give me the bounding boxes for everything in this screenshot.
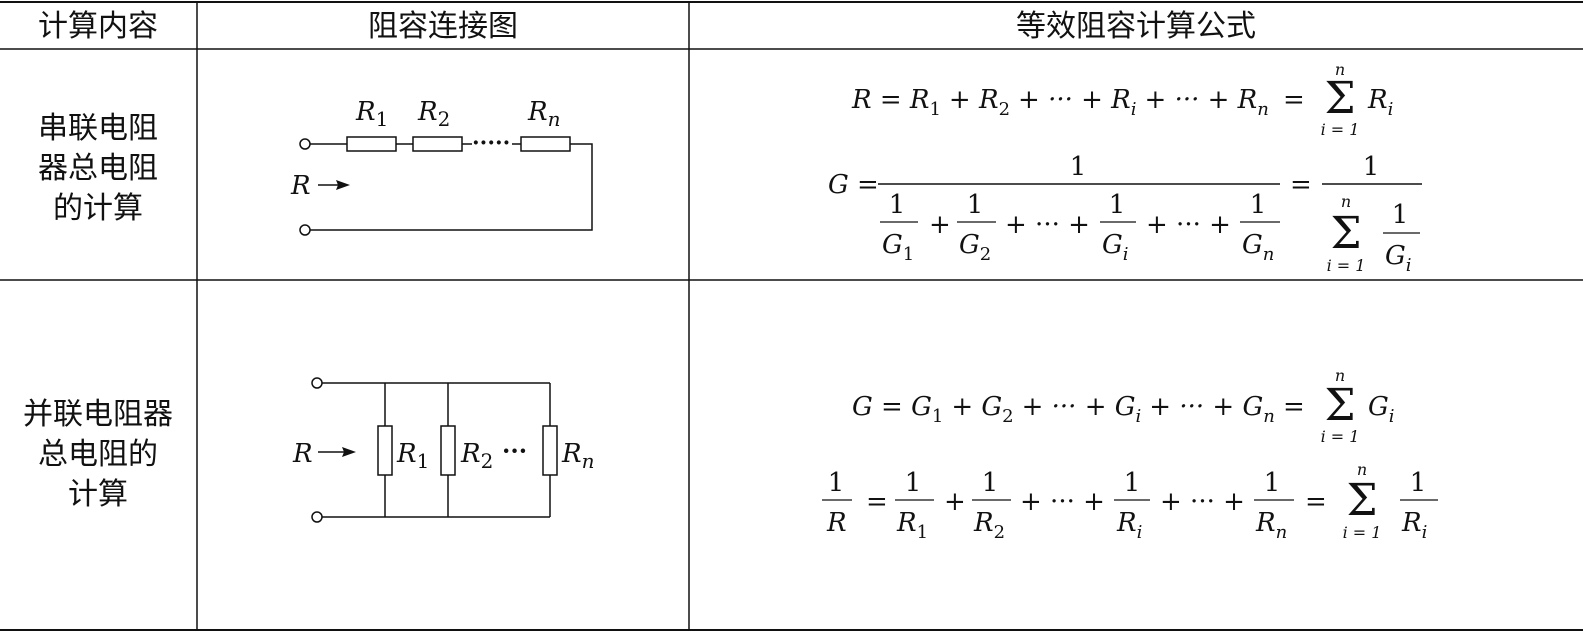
frac-rn-num: 1 — [1264, 468, 1281, 498]
equals-sign: = — [1305, 487, 1327, 517]
series-arrow-label: R — [290, 171, 311, 201]
frac-g1-den: G1 — [882, 230, 914, 265]
series-label-line-3: 的计算 — [53, 191, 143, 226]
series-dots: ····· — [472, 130, 510, 156]
parallel-sum-term: Gi — [1368, 392, 1395, 427]
frac-gi-num: 1 — [1109, 190, 1126, 220]
frac-lhs-num: 1 — [828, 468, 845, 498]
parallel-sum-top: n — [1335, 366, 1345, 385]
frac-t-den: Gi — [1385, 241, 1412, 276]
frac-rt-den: Ri — [1401, 508, 1427, 543]
series-formula-sum: R = R1+ R2+ ··· + Ri+ ··· + Rn = n Σ i =… — [851, 60, 1393, 139]
series-g-equals: = — [1290, 170, 1312, 200]
parallel-formula-sum: G = G1+ G2+ ··· + Gi+ ··· + Gn = n Σ i =… — [852, 366, 1395, 446]
series-formula-conductance: G = 1 1 G1 + 1 G2 + ··· + 1 Gi + ··· + 1… — [828, 152, 1422, 276]
parallel-arrow-label: R — [292, 439, 313, 469]
frac-rn-den: Rn — [1255, 508, 1287, 543]
plus-dots: + ··· + — [1005, 210, 1090, 240]
frac-g1-num: 1 — [889, 190, 906, 220]
series-g-lhs: G = — [828, 170, 879, 200]
frac-t-num: 1 — [1392, 200, 1409, 230]
parallel-r-sum-top: n — [1357, 460, 1367, 479]
series-r2-label: R2 — [417, 97, 450, 131]
frac-gn-den: Gn — [1242, 230, 1274, 265]
header-calc-content: 计算内容 — [38, 9, 158, 44]
parallel-r1-label: R1 — [396, 439, 429, 473]
frac-r1-num: 1 — [905, 468, 922, 498]
row-labels: 串联电阻 器总电阻 的计算 并联电阻器 总电阻的 计算 — [23, 111, 173, 512]
series-circuit-labels: R1 R2 Rn R ····· — [290, 97, 560, 201]
series-terminal-top — [299, 138, 311, 150]
parallel-r-sum-bottom: i = 1 — [1343, 523, 1382, 542]
parallel-circuit — [311, 377, 558, 523]
parallel-label-line-1: 并联电阻器 — [23, 397, 173, 432]
series-resistor-1 — [346, 136, 397, 152]
frac-ri-den: Ri — [1116, 508, 1142, 543]
series-g-sum-bottom: i = 1 — [1327, 256, 1366, 275]
parallel-rn-label: Rn — [561, 439, 594, 473]
parallel-sum-expression: G = G1+ G2+ ··· + Gi+ ··· + Gn — [852, 392, 1275, 427]
plus-sign: + — [944, 487, 966, 517]
frac-gi-den: Gi — [1102, 230, 1129, 265]
frac-g2-num: 1 — [967, 190, 984, 220]
series-g-sum-top: n — [1341, 192, 1351, 211]
parallel-terminal-top — [311, 377, 323, 389]
parallel-label-line-2: 总电阻的 — [38, 437, 158, 472]
parallel-terminal-bottom — [311, 511, 323, 523]
series-sum-bottom: i = 1 — [1321, 120, 1360, 139]
parallel-circuit-labels: R1 R2 Rn R ··· — [292, 436, 594, 473]
parallel-resistor-2 — [440, 425, 456, 476]
series-arrow-head — [336, 180, 350, 190]
header-formula: 等效阻容计算公式 — [1016, 9, 1256, 44]
series-return-wire — [310, 143, 593, 231]
parallel-formula-resistance: 1 R = 1 R1 + 1 R2 + ··· + 1 Ri + ··· + 1… — [822, 460, 1438, 543]
parallel-arrow-head — [342, 447, 356, 457]
parallel-sum-bottom: i = 1 — [1321, 427, 1360, 446]
series-sum-equals: = — [1283, 85, 1305, 115]
header-row: 计算内容 阻容连接图 等效阻容计算公式 — [38, 9, 1256, 44]
parallel-sum-equals: = — [1283, 392, 1305, 422]
parallel-dots: ··· — [502, 436, 527, 465]
plus-sign: + — [929, 210, 951, 240]
frac-ri-num: 1 — [1124, 468, 1141, 498]
series-label-line-1: 串联电阻 — [38, 111, 158, 146]
header-circuit-diagram: 阻容连接图 — [368, 9, 518, 44]
series-sum-expression: R = R1+ R2+ ··· + Ri+ ··· + Rn — [851, 85, 1269, 120]
series-resistor-n — [520, 136, 571, 152]
series-sum-term: Ri — [1367, 85, 1393, 120]
series-g-numerator: 1 — [1070, 152, 1087, 182]
series-sum-top: n — [1335, 60, 1345, 79]
plus-dots: + ··· + — [1160, 487, 1245, 517]
series-resistor-2 — [412, 136, 463, 152]
parallel-resistor-n — [542, 425, 558, 476]
series-circuit — [299, 136, 593, 236]
series-r1-label: R1 — [355, 97, 388, 131]
sigma-icon: Σ — [1324, 73, 1355, 124]
series-g-rhs-num: 1 — [1363, 152, 1380, 182]
series-terminal-bottom — [299, 224, 311, 236]
equals-sign: = — [866, 487, 888, 517]
series-rn-label: Rn — [527, 97, 560, 131]
frac-r2-num: 1 — [982, 468, 999, 498]
frac-r1-den: R1 — [896, 508, 928, 543]
frac-g2-den: G2 — [959, 230, 991, 265]
frac-r2-den: R2 — [973, 508, 1005, 543]
parallel-resistor-1 — [377, 425, 393, 476]
frac-rt-num: 1 — [1410, 468, 1427, 498]
parallel-r2-label: R2 — [460, 439, 493, 473]
parallel-label-line-3: 计算 — [68, 477, 128, 512]
frac-lhs-den: R — [826, 508, 847, 538]
series-label-line-2: 器总电阻 — [38, 151, 158, 186]
sigma-icon: Σ — [1330, 208, 1361, 259]
sigma-icon: Σ — [1346, 475, 1377, 526]
plus-dots: + ··· + — [1020, 487, 1105, 517]
sigma-icon: Σ — [1324, 380, 1355, 431]
plus-dots: + ··· + — [1146, 210, 1231, 240]
frac-gn-num: 1 — [1250, 190, 1267, 220]
